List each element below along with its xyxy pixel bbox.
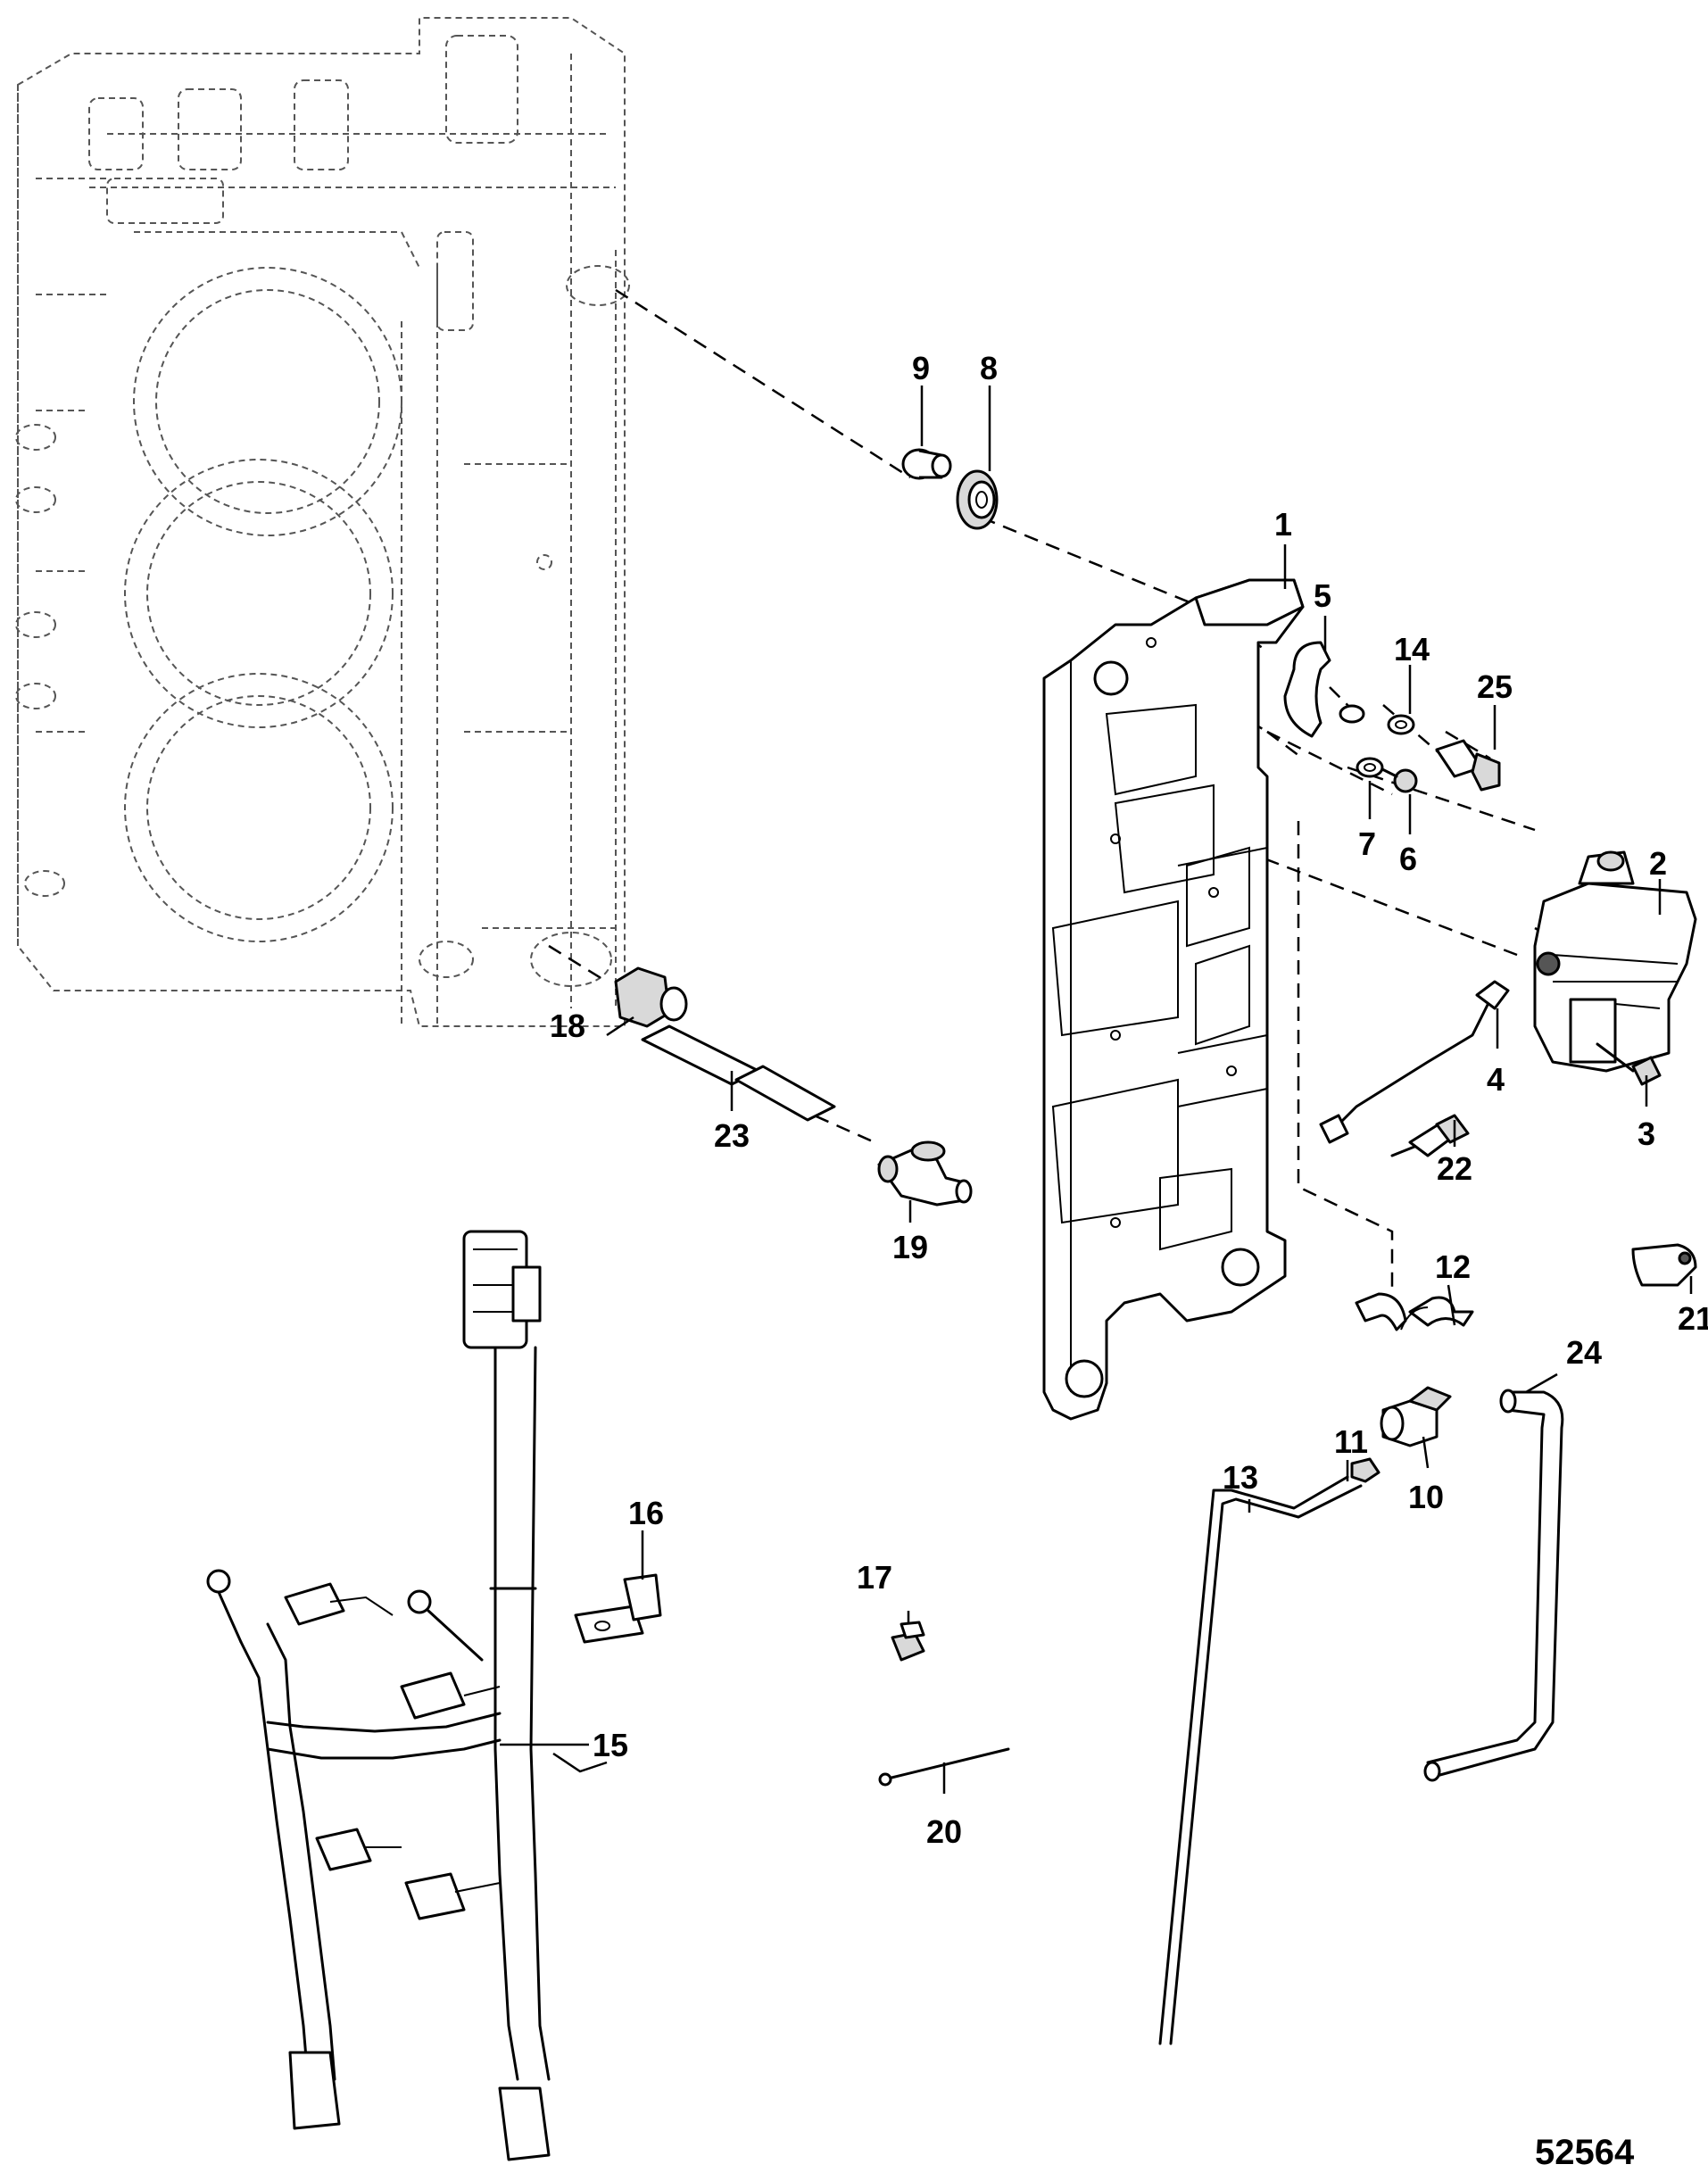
tee-fitting-19 bbox=[877, 1140, 973, 1207]
callout-18: 18 bbox=[550, 1008, 585, 1044]
callout-24: 24 bbox=[1566, 1334, 1602, 1371]
callout-9: 9 bbox=[912, 350, 930, 386]
callout-1: 1 bbox=[1274, 506, 1292, 543]
tube-23 bbox=[641, 1024, 836, 1122]
washer-7 bbox=[1356, 757, 1384, 778]
callout-8: 8 bbox=[980, 350, 998, 386]
lead-4 bbox=[1319, 980, 1510, 1144]
callout-3: 3 bbox=[1638, 1115, 1655, 1152]
fitting-11 bbox=[1350, 1457, 1380, 1483]
callout-19: 19 bbox=[892, 1229, 928, 1265]
callout-7: 7 bbox=[1358, 825, 1376, 862]
washer-14 bbox=[1387, 714, 1415, 735]
callout-labels: 1 2 3 4 5 6 7 8 9 10 11 12 13 14 15 16 1… bbox=[550, 350, 1708, 2172]
callout-11: 11 bbox=[1334, 1423, 1368, 1460]
callout-6: 6 bbox=[1399, 841, 1417, 877]
grommet-8 bbox=[956, 469, 999, 530]
callout-15: 15 bbox=[593, 1727, 628, 1763]
callout-2: 2 bbox=[1649, 845, 1667, 882]
fitting-18 bbox=[614, 966, 688, 1028]
clamp-21 bbox=[1631, 1243, 1697, 1287]
callout-25: 25 bbox=[1477, 668, 1513, 705]
wiring-harness-15 bbox=[206, 1230, 551, 2161]
callout-22: 22 bbox=[1437, 1150, 1472, 1187]
callout-5: 5 bbox=[1314, 577, 1331, 614]
callout-20: 20 bbox=[926, 1813, 962, 1850]
callout-13: 13 bbox=[1223, 1459, 1258, 1496]
bushing-9 bbox=[901, 448, 952, 480]
cable-tie-20 bbox=[878, 1747, 1010, 1787]
engine-block-phantom bbox=[15, 17, 630, 1027]
hose-24 bbox=[1423, 1389, 1564, 1782]
callout-16: 16 bbox=[628, 1495, 664, 1531]
clamp-5 bbox=[1283, 641, 1365, 738]
clip-17 bbox=[891, 1621, 925, 1662]
callout-23: 23 bbox=[714, 1117, 750, 1154]
callout-21: 21 bbox=[1678, 1300, 1708, 1337]
clip-12 bbox=[1355, 1292, 1474, 1331]
callout-10: 10 bbox=[1408, 1479, 1444, 1515]
rod-13 bbox=[1158, 1475, 1363, 2045]
bolt-3 bbox=[1596, 1042, 1662, 1086]
sensor-22 bbox=[1390, 1114, 1470, 1157]
bracket-16 bbox=[574, 1573, 662, 1644]
sensor-10 bbox=[1380, 1386, 1452, 1447]
screw-6 bbox=[1377, 766, 1418, 793]
callout-12: 12 bbox=[1435, 1248, 1471, 1285]
mounting-plate bbox=[1042, 578, 1305, 1421]
leader-lines bbox=[500, 386, 1693, 1794]
callout-17: 17 bbox=[857, 1559, 892, 1596]
callout-4: 4 bbox=[1487, 1061, 1505, 1098]
bolt-25 bbox=[1435, 739, 1501, 792]
module-assembly bbox=[1533, 850, 1697, 1073]
figure-number: 52564 bbox=[1535, 2133, 1635, 2172]
callout-14: 14 bbox=[1394, 631, 1430, 668]
